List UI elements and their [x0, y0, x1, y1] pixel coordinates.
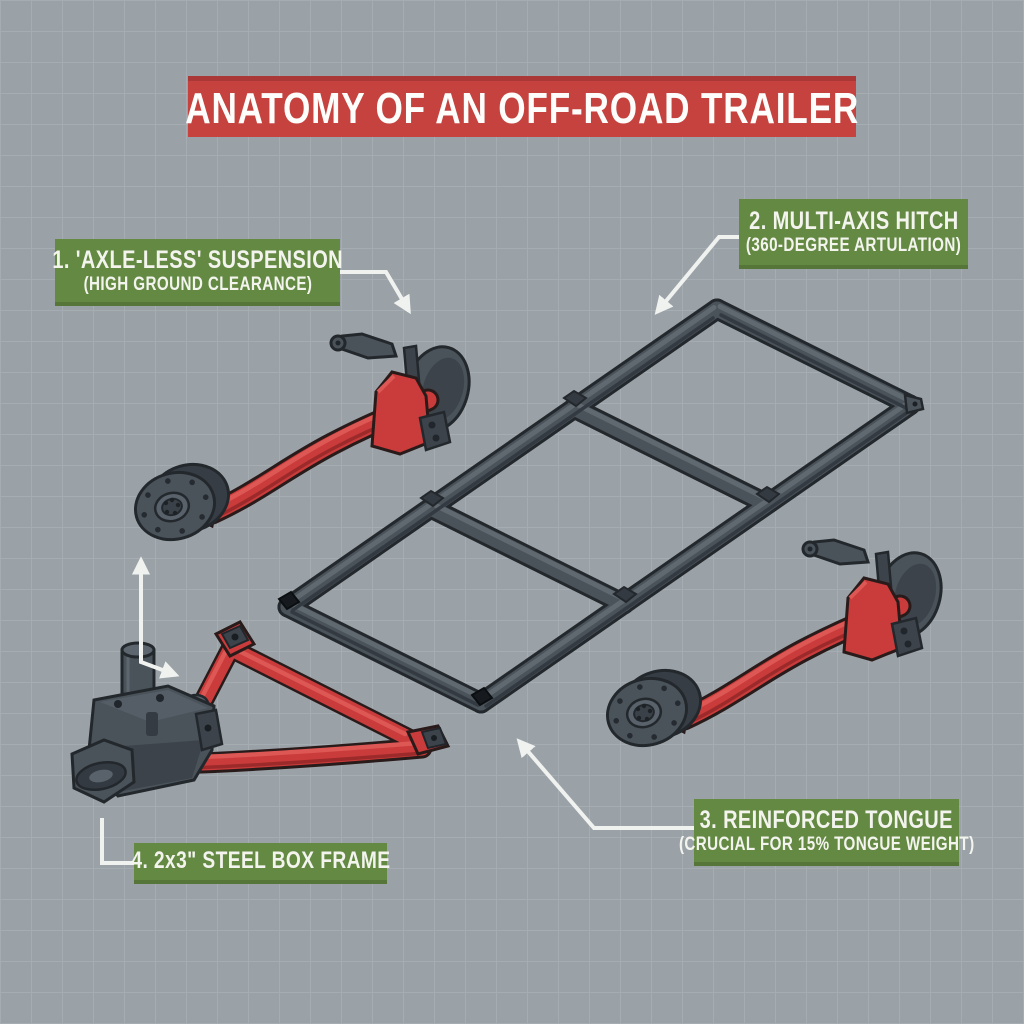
leader-arrow-suspension [340, 270, 411, 315]
label-box-suspension: 1. 'AXLE-LESS' SUSPENSION (HIGH GROUND C… [52, 239, 343, 306]
label-suspension-title: 1. 'AXLE-LESS' SUSPENSION [52, 245, 343, 274]
label-box-tongue: 3. REINFORCED TONGUE (CRUCIAL FOR 15% TO… [679, 799, 974, 866]
page-title: ANATOMY OF AN OFF-ROAD TRAILER [185, 84, 859, 133]
label-box-hitch: 2. MULTI-AXIS HITCH (360-DEGREE ARTULATI… [739, 199, 968, 269]
title-banner: ANATOMY OF AN OFF-ROAD TRAILER [185, 76, 859, 137]
label-hitch-subtitle: (360-DEGREE ARTULATION) [745, 235, 962, 257]
hitch-coupler-illustration [70, 641, 224, 804]
leader-line-frame [100, 818, 134, 865]
label-tongue-subtitle: (CRUCIAL FOR 15% TONGUE WEIGHT) [678, 833, 975, 855]
double-headed-arrow [131, 556, 180, 679]
label-suspension-subtitle: (HIGH GROUND CLEARANCE) [83, 273, 312, 295]
leader-arrow-hitch [654, 235, 739, 315]
label-tongue-title: 3. REINFORCED TONGUE [699, 805, 954, 834]
label-frame-title: 4. 2x3" STEEL BOX FRAME [130, 847, 391, 875]
leader-arrow-tongue [516, 738, 697, 830]
label-hitch-title: 2. MULTI-AXIS HITCH [748, 207, 959, 236]
label-box-frame: 4. 2x3" STEEL BOX FRAME [130, 843, 391, 884]
trailer-frame-illustration [277, 298, 925, 714]
